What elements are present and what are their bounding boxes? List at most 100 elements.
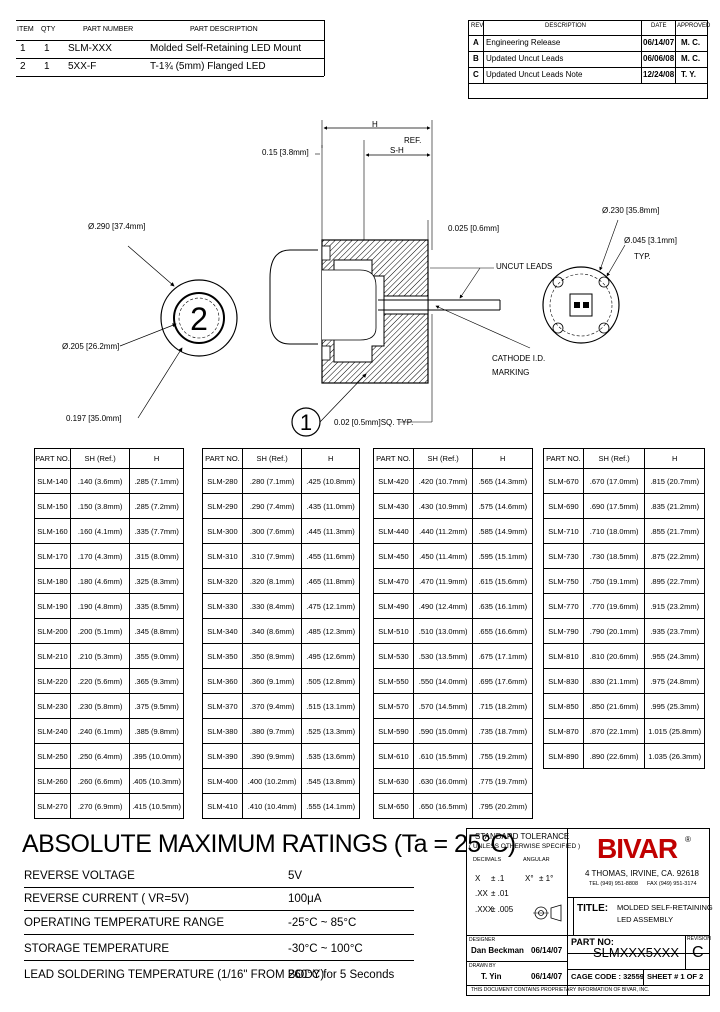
table-cell: SLM-750 — [543, 568, 584, 594]
table-cell: SLM-530 — [373, 643, 414, 669]
bom-header-item: ITEM — [17, 26, 34, 33]
table-cell: .315 (8.0mm) — [129, 543, 184, 569]
table-cell: .545 (13.8mm) — [301, 768, 360, 794]
table-row: SLM-890.890 (22.6mm)1.035 (26.3mm) — [543, 743, 705, 769]
table-cell: .395 (10.0mm) — [129, 743, 184, 769]
table-cell: SLM-350 — [202, 643, 243, 669]
rev-header-approved: APPROVED — [677, 23, 711, 29]
table-cell: .375 (9.5mm) — [129, 693, 184, 719]
bom-qty: 1 — [44, 43, 50, 54]
dim-290-label: Ø.290 [37.4mm] — [88, 222, 146, 231]
part-no-label: PART NO: — [571, 937, 614, 947]
table-row: SLM-440.440 (11.2mm).585 (14.9mm) — [373, 518, 533, 544]
tol-xx-val: ± .01 — [491, 889, 509, 898]
bom-desc: T-1¾ (5mm) Flanged LED — [150, 61, 266, 72]
table-cell: .630 (16.0mm) — [412, 768, 474, 794]
table-cell: SLM-390 — [202, 743, 243, 769]
rating-label: OPERATING TEMPERATURE RANGE — [24, 917, 224, 929]
table-cell: .650 (16.5mm) — [412, 793, 474, 819]
table-cell: .715 (18.2mm) — [472, 693, 533, 719]
rev-desc: Engineering Release — [486, 38, 561, 47]
table-cell: .160 (4.1mm) — [70, 518, 131, 544]
table-cell: SLM-230 — [33, 693, 72, 719]
rev-letter: B — [473, 54, 479, 63]
part-no-value: SLMXXX5XXX — [593, 945, 679, 960]
table-cell: .370 (9.4mm) — [241, 693, 303, 719]
table-cell: .240 (6.1mm) — [70, 718, 131, 744]
table-cell: .150 (3.8mm) — [70, 493, 131, 519]
rating-label: LEAD SOLDERING TEMPERATURE (1/16" FROM B… — [24, 969, 325, 981]
table-cell: .475 (12.1mm) — [301, 593, 360, 619]
table-cell: SLM-360 — [202, 668, 243, 694]
table-cell: .365 (9.3mm) — [129, 668, 184, 694]
table-cell: .555 (14.1mm) — [301, 793, 360, 819]
table-cell: .750 (19.1mm) — [582, 568, 646, 594]
table-cell: .470 (11.9mm) — [412, 568, 474, 594]
table-cell: SLM-410 — [202, 793, 243, 819]
table-cell: .260 (6.6mm) — [70, 768, 131, 794]
table-row: SLM-590.590 (15.0mm).735 (18.7mm) — [373, 718, 533, 744]
table-cell: .390 (9.9mm) — [241, 743, 303, 769]
table-cell: 1.015 (25.8mm) — [644, 718, 705, 744]
table-cell: .485 (12.3mm) — [301, 618, 360, 644]
bom-desc: Molded Self-Retaining LED Mount — [150, 43, 302, 54]
table-row: SLM-450.450 (11.4mm).595 (15.1mm) — [373, 543, 533, 569]
drawn-date: 06/14/07 — [531, 972, 563, 981]
dimension-table-header: H — [644, 448, 705, 469]
table-cell: .430 (10.9mm) — [412, 493, 474, 519]
table-cell: SLM-690 — [543, 493, 584, 519]
table-cell: SLM-190 — [33, 593, 72, 619]
rating-label: REVERSE VOLTAGE — [24, 870, 135, 882]
dim-015-label: 0.15 [3.8mm] — [262, 148, 309, 157]
table-cell: .915 (23.2mm) — [644, 593, 705, 619]
table-cell: SLM-890 — [543, 743, 584, 769]
table-cell: .505 (12.8mm) — [301, 668, 360, 694]
dimension-table-header: H — [129, 448, 184, 469]
rating-row: STORAGE TEMPERATURE -30°C ~ 100°C — [24, 941, 444, 961]
company-address: 4 THOMAS, IRVINE, CA. 92618 — [585, 869, 699, 878]
rating-label: REVERSE CURRENT ( VR=5V) — [24, 893, 189, 905]
table-cell: SLM-330 — [202, 593, 243, 619]
table-cell: SLM-260 — [33, 768, 72, 794]
table-cell: .670 (17.0mm) — [582, 468, 646, 494]
table-cell: SLM-320 — [202, 568, 243, 594]
section-view — [269, 120, 531, 437]
balloon-2-label: 2 — [190, 301, 208, 337]
bom-part: SLM-XXX — [68, 43, 112, 54]
tol-x-val: ± .1 — [491, 874, 505, 883]
table-row: SLM-850.850 (21.6mm).995 (25.3mm) — [543, 693, 705, 719]
table-cell: .610 (15.5mm) — [412, 743, 474, 769]
table-row: SLM-170.170 (4.3mm).315 (8.0mm) — [33, 543, 184, 569]
bom-header-part: PART NUMBER — [83, 26, 134, 33]
bom-header-desc: PART DESCRIPTION — [190, 26, 258, 33]
rev-approved: M. C. — [681, 54, 701, 63]
dimension-table-header: H — [301, 448, 360, 469]
table-cell: .695 (17.6mm) — [472, 668, 533, 694]
table-cell: .815 (20.7mm) — [644, 468, 705, 494]
table-cell: .180 (4.6mm) — [70, 568, 131, 594]
table-cell: .190 (4.8mm) — [70, 593, 131, 619]
angular-header: ANGULAR — [523, 857, 550, 863]
table-row: SLM-790.790 (20.1mm).935 (23.7mm) — [543, 618, 705, 644]
table-row: SLM-420.420 (10.7mm).565 (14.3mm) — [373, 468, 533, 494]
table-cell: .270 (6.9mm) — [70, 793, 131, 819]
table-cell: .890 (22.6mm) — [582, 743, 646, 769]
table-row: SLM-430.430 (10.9mm).575 (14.6mm) — [373, 493, 533, 519]
table-row: SLM-230.230 (5.8mm).375 (9.5mm) — [33, 693, 184, 719]
table-row: SLM-650.650 (16.5mm).795 (20.2mm) — [373, 793, 533, 819]
drawn-label: DRAWN BY — [469, 963, 496, 969]
dimension-table-header: SH (Ref.) — [582, 448, 646, 469]
table-cell: .415 (10.5mm) — [129, 793, 184, 819]
title-line1: MOLDED SELF-RETAINING — [617, 903, 713, 912]
table-cell: SLM-710 — [543, 518, 584, 544]
table-cell: .790 (20.1mm) — [582, 618, 646, 644]
table-cell: .795 (20.2mm) — [472, 793, 533, 819]
bom-part: 5XX-F — [68, 61, 97, 72]
rating-value: 260°C for 5 Seconds — [288, 969, 395, 981]
decimals-header: DECIMALS — [473, 857, 502, 863]
table-cell: SLM-200 — [33, 618, 72, 644]
table-cell: .530 (13.5mm) — [412, 643, 474, 669]
table-cell: SLM-170 — [33, 543, 72, 569]
table-cell: .870 (22.1mm) — [582, 718, 646, 744]
ratings-title: ABSOLUTE MAXIMUM RATINGS (Ta = 25°C) — [22, 830, 516, 858]
